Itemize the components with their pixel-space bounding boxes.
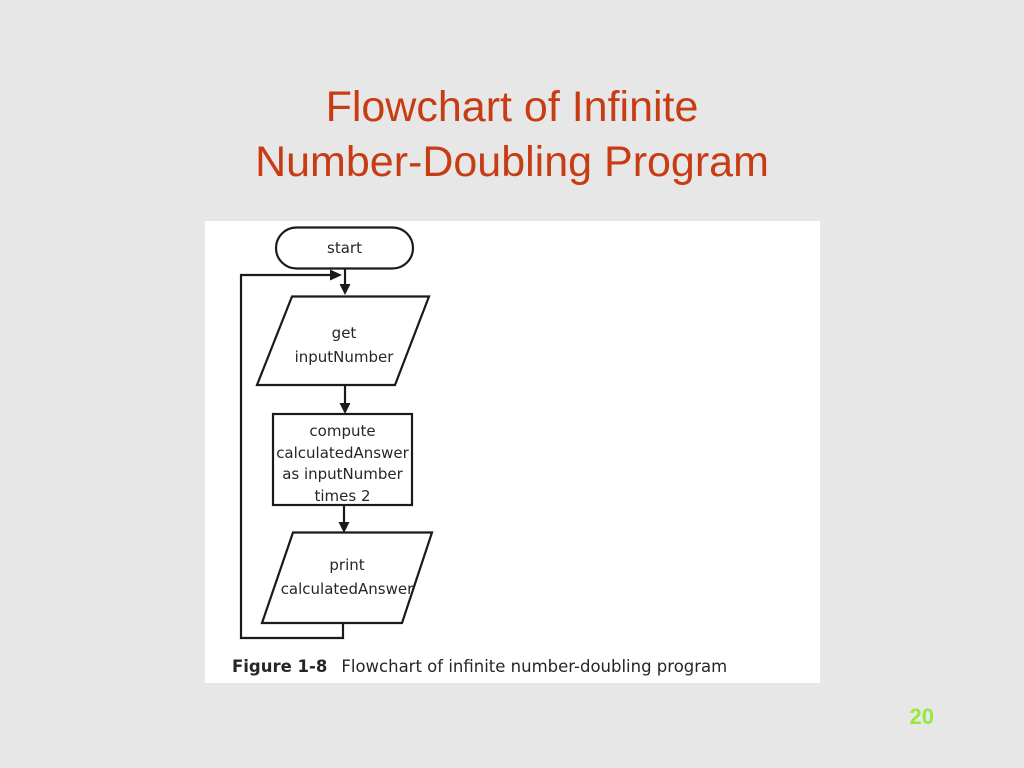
- figure-panel: start get inputNumber compute calculated…: [205, 221, 820, 683]
- compute-label-line1: compute: [309, 422, 375, 440]
- start-to-get-arrowhead-icon: [339, 284, 351, 295]
- figure-caption-text: Flowchart of infinite number-doubling pr…: [341, 657, 728, 676]
- slide-title-line1: Flowchart of Infinite: [325, 83, 699, 131]
- slide-title: Flowchart of Infinite Number-Doubling Pr…: [0, 80, 1024, 190]
- get-input-parallelogram: [255, 295, 431, 387]
- start-label: start: [327, 239, 362, 257]
- page-number: 20: [909, 704, 934, 729]
- compute-label-line4: times 2: [314, 487, 370, 505]
- slide-title-line2: Number-Doubling Program: [255, 138, 769, 186]
- compute-label-line3: as inputNumber: [282, 465, 403, 483]
- print-label-line1: print: [329, 556, 364, 574]
- print-label-line2: calculatedAnswer: [281, 580, 414, 598]
- loop-back-line: [239, 273, 345, 640]
- get-label-line1: get: [332, 324, 357, 342]
- figure-caption-label: Figure 1-8: [232, 657, 328, 676]
- compute-to-print-arrowhead-icon: [338, 522, 350, 533]
- compute-label-line2: calculatedAnswer: [276, 444, 409, 462]
- get-to-compute-arrowhead-icon: [339, 403, 351, 414]
- compute-process-box: [271, 412, 414, 507]
- flowchart: start get inputNumber compute calculated…: [239, 226, 434, 640]
- get-label-line2: inputNumber: [295, 348, 395, 366]
- figure-caption: Figure 1-8 Flowchart of infinite number-d…: [232, 657, 727, 676]
- print-output-parallelogram: [260, 531, 434, 625]
- loop-arrowhead-icon: [330, 269, 342, 281]
